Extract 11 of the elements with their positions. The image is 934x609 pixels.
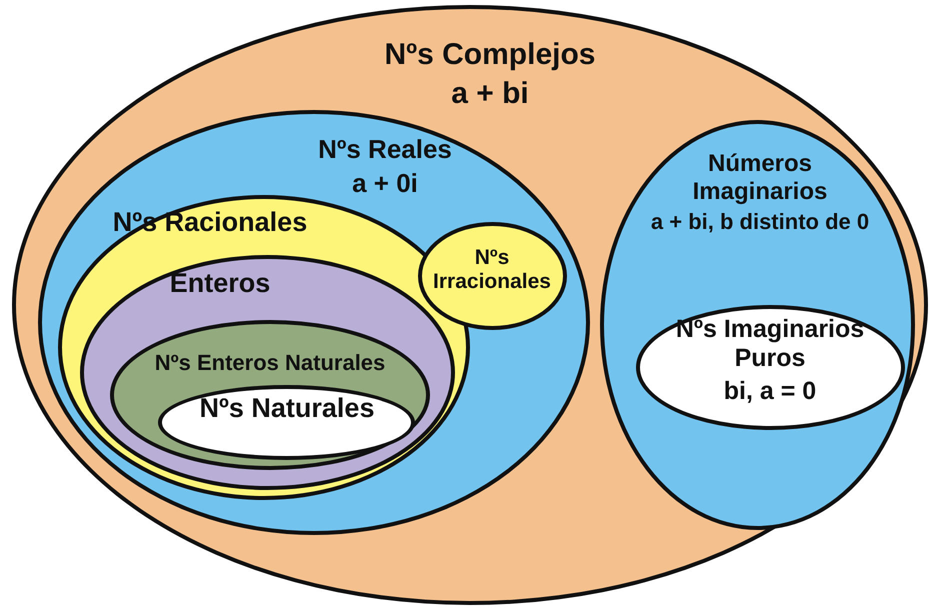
set-title: Nºs Complejos (384, 38, 596, 72)
set-formula: a + bi, b distinto de 0 (650, 209, 870, 234)
set-formula: a + bi (450, 76, 530, 111)
set-title: Enteros (168, 268, 272, 300)
set-formula: a + 0i (351, 168, 419, 199)
set-title: Números Imaginarios (692, 150, 828, 206)
set-title: Nºs Reales (317, 135, 453, 165)
set-title: Nºs Naturales (198, 393, 376, 424)
set-formula: bi, a = 0 (722, 376, 818, 406)
set-title: Nºs Enteros Naturales (154, 350, 386, 376)
set-title: Nºs Irracionales (432, 246, 552, 294)
